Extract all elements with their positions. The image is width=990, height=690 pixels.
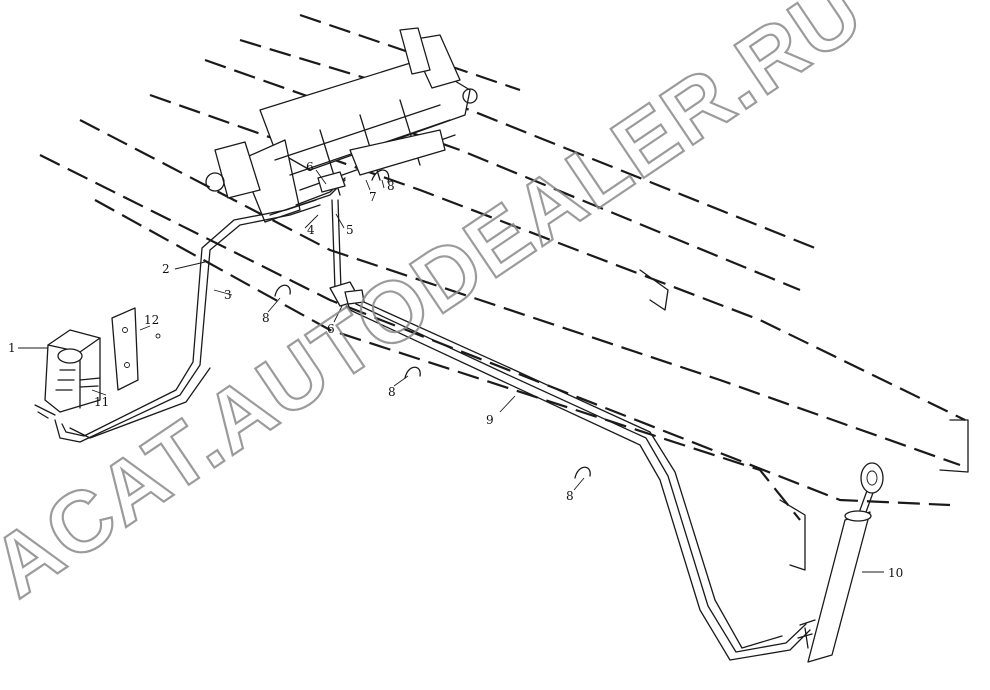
callout-3: 3	[224, 288, 232, 302]
callout-8-left: 8	[262, 311, 270, 325]
tilt-pump	[34, 307, 161, 419]
callout-11: 11	[94, 395, 109, 409]
callout-9: 9	[486, 413, 494, 427]
callout-1: 1	[8, 341, 16, 355]
callout-8-right: 8	[566, 489, 574, 503]
hydraulic-lines	[54, 171, 811, 661]
callout-labels: 1 2 3 4 5 6 6 7 8 8 8 8 9 10 11 12	[8, 160, 903, 580]
chassis-frame	[39, 13, 969, 571]
leader-lines	[18, 169, 884, 573]
callout-10: 10	[888, 566, 903, 580]
callout-12: 12	[144, 313, 159, 327]
callout-4: 4	[307, 223, 315, 237]
callout-8-top: 8	[387, 179, 395, 193]
callout-7: 7	[369, 190, 377, 204]
callout-8-middle: 8	[388, 385, 396, 399]
callout-2: 2	[162, 262, 170, 276]
cab-mount-bracket	[205, 27, 478, 223]
tilt-cylinder	[797, 462, 884, 663]
callout-6-bottom: 6	[327, 322, 335, 336]
callout-5: 5	[346, 223, 354, 237]
callout-6-top: 6	[306, 160, 314, 174]
hose-clamps	[274, 169, 591, 479]
